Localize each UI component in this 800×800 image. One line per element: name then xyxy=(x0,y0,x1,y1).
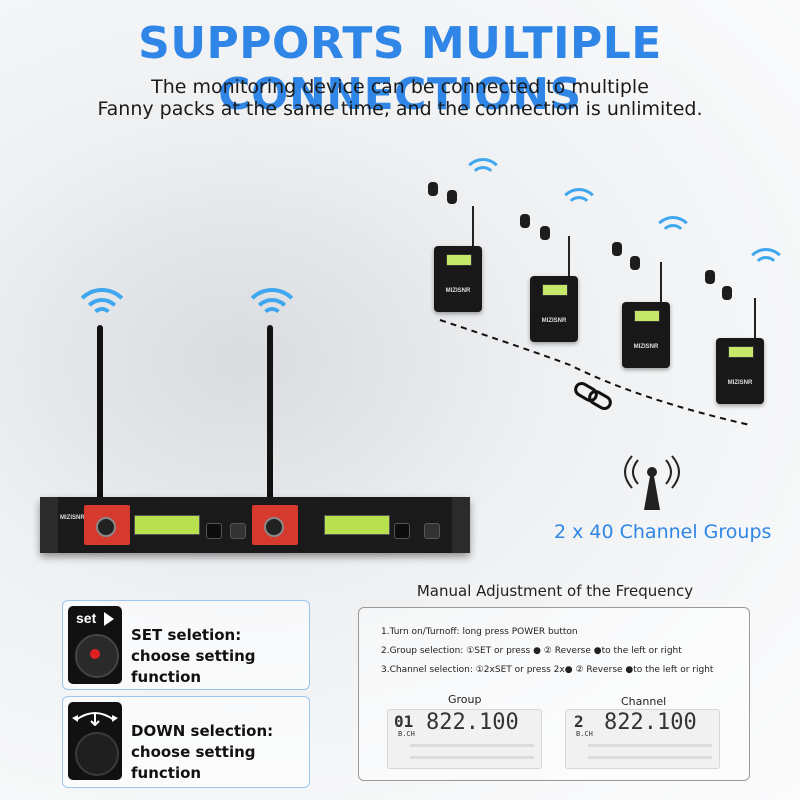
channel-groups-label: 2 x 40 Channel Groups xyxy=(554,521,772,543)
manual-step-1: 1.Turn on/Turnoff: long press POWER butt… xyxy=(381,627,578,637)
down-card: DOWN selection: choose setting function xyxy=(62,696,310,788)
bodypack-2: MIZISNR xyxy=(530,236,578,342)
wifi-icon xyxy=(745,248,787,278)
manual-step-2: 2.Group selection: ①SET or press ● ② Rev… xyxy=(381,646,682,656)
set-card-title: SET seletion: xyxy=(131,626,242,644)
group-label: Group xyxy=(448,693,482,706)
down-card-desc: choose setting function xyxy=(131,743,256,782)
set-button-icon: set xyxy=(68,606,122,684)
receiver-brand: MIZISNR xyxy=(60,515,85,521)
receiver-lcd-right xyxy=(324,515,390,535)
connection-line xyxy=(439,319,751,426)
receiver-knob xyxy=(424,523,440,539)
set-card-desc: choose setting function xyxy=(131,647,256,686)
wifi-icon xyxy=(242,288,302,328)
antenna-left xyxy=(97,325,103,505)
broadcast-tower-icon xyxy=(624,455,680,510)
wifi-icon xyxy=(652,216,694,246)
manual-step-3: 3.Channel selection: ①2xSET or press 2x●… xyxy=(381,665,714,675)
rack-receiver: MIZISNR xyxy=(40,497,470,553)
receiver-lcd-left xyxy=(134,515,200,535)
headline: SUPPORTS MULTIPLE CONNECTIONS xyxy=(138,18,662,120)
wifi-icon xyxy=(558,188,600,218)
channel-display: 2 822.100 B.CH xyxy=(565,709,720,769)
channel-label: Channel xyxy=(621,695,667,708)
manual-title: Manual Adjustment of the Frequency xyxy=(416,582,694,600)
antenna-right xyxy=(267,325,273,505)
bodypack-1: MIZISNR xyxy=(434,206,482,312)
group-display: 01 822.100 B.CH xyxy=(387,709,542,769)
receiver-knob xyxy=(206,523,222,539)
subtitle-line-2: Fanny packs at the same time, and the co… xyxy=(97,98,703,120)
bodypack-4: MIZISNR xyxy=(716,298,764,404)
manual-panel: 1.Turn on/Turnoff: long press POWER butt… xyxy=(358,607,750,781)
receiver-knob xyxy=(394,523,410,539)
subtitle-line-1: The monitoring device can be connected t… xyxy=(151,76,649,98)
wifi-icon xyxy=(462,158,504,188)
set-card: set SET seletion: choose setting functio… xyxy=(62,600,310,690)
receiver-knob xyxy=(230,523,246,539)
bodypack-3: MIZISNR xyxy=(622,262,670,368)
down-card-title: DOWN selection: xyxy=(131,722,274,740)
down-knob-icon xyxy=(68,702,122,780)
wifi-icon xyxy=(72,288,132,328)
